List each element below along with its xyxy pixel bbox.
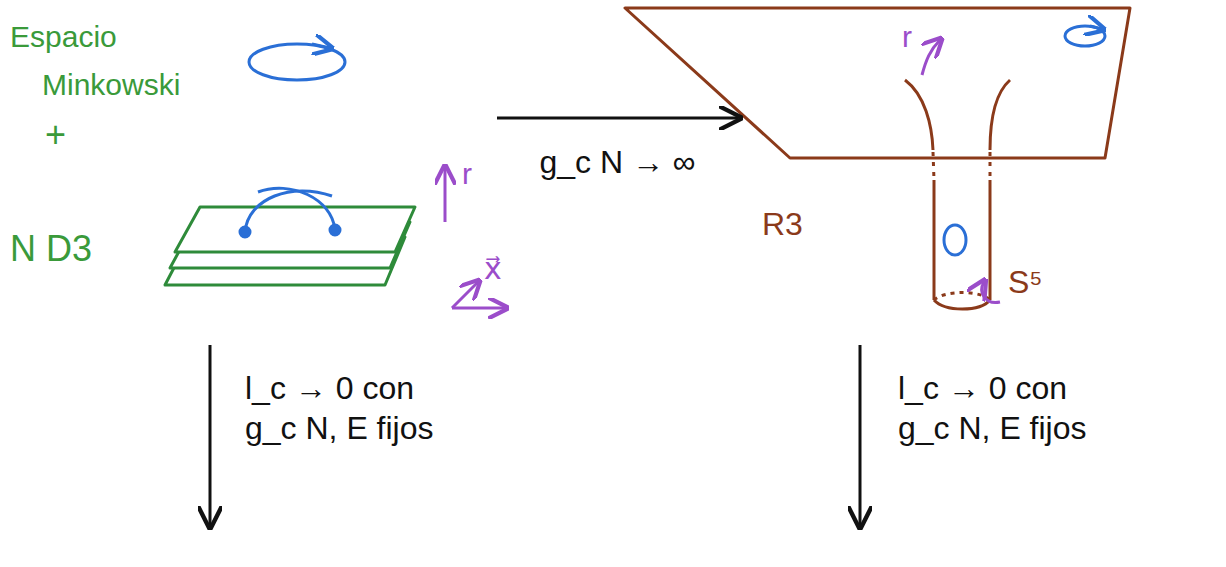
brane-count: N D3 [10,227,92,270]
limit-arrow [497,117,738,120]
closed-string [944,26,1105,255]
limit-arrow [210,345,860,525]
space-name: Espacio Minkowski [10,13,242,109]
edge-label: g_c N → ∞ [536,142,698,182]
axis-label: r [462,155,472,193]
sphere-label: S⁵ [1008,262,1043,302]
limit-note: l_c → 0 con g_c N, E fijos [898,368,1108,448]
space-name: R3 [762,205,803,243]
figure-group: Espacio Minkowski+ N D3 [5,5,495,305]
plus-sign: + [45,113,66,156]
d3-branes [165,207,415,285]
open-string [240,188,340,237]
limit-note: l_c → 0 con g_c N, E fijos [245,368,455,448]
radial-arrow [922,40,1000,302]
axis-label: x⃗ [484,250,502,288]
coordinate-axes [445,168,505,308]
figure-group: R3 [740,0,1140,330]
axis-label: r [902,18,912,56]
ads-geometry [625,8,1130,309]
closed-string [249,44,345,80]
